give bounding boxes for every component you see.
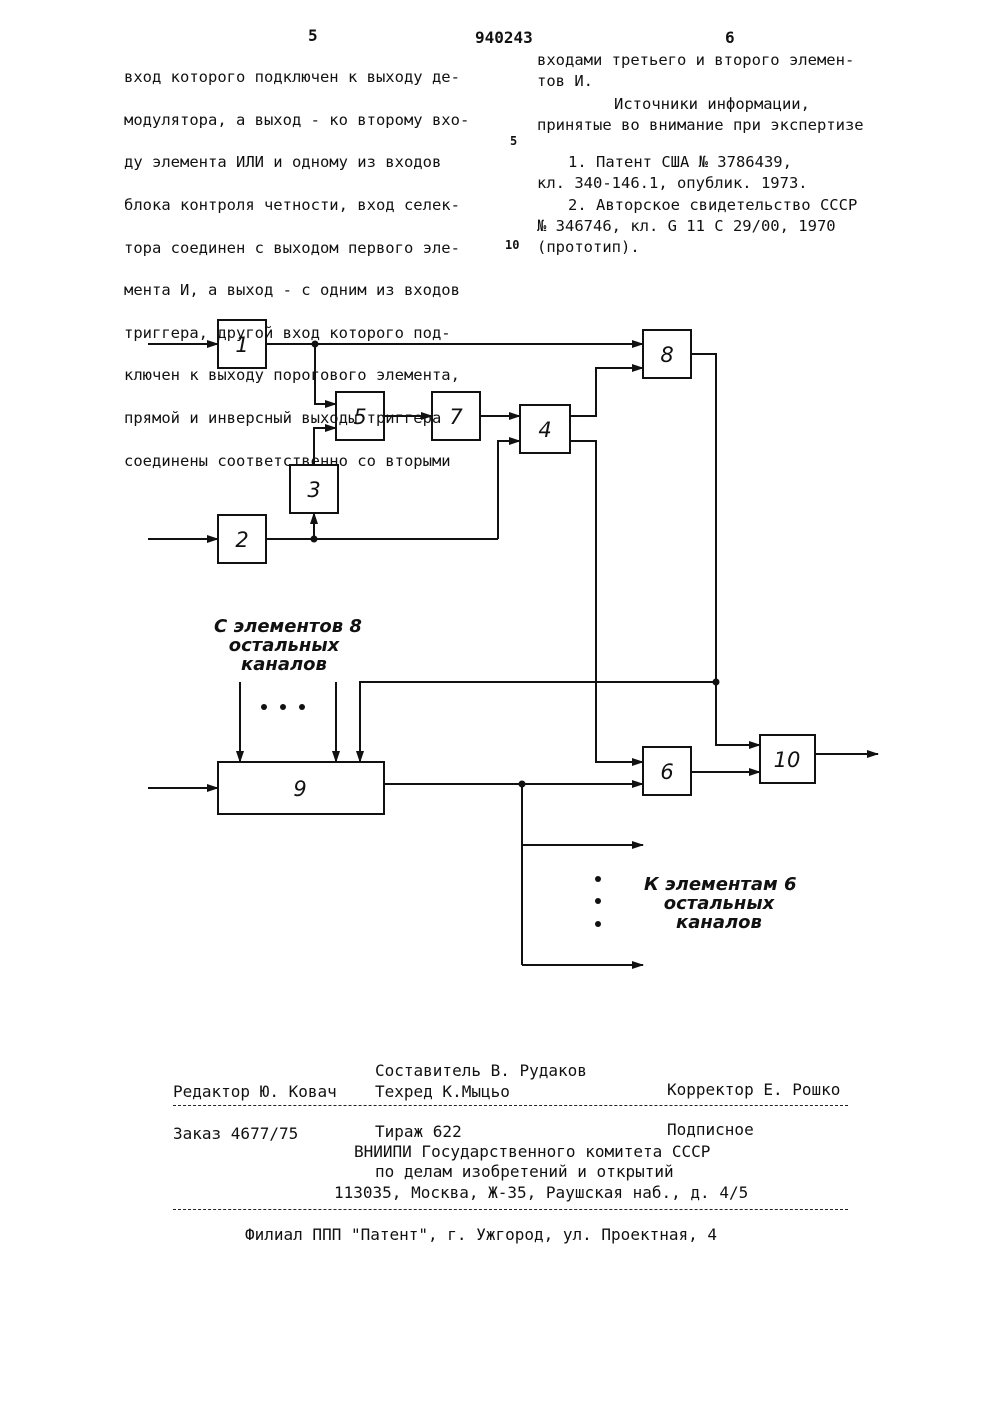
block-label: 9 <box>293 777 306 801</box>
junction-dot <box>311 536 318 543</box>
organization-line1: ВНИИПИ Государственного комитета СССР <box>354 1142 710 1161</box>
ellipsis-dot <box>595 898 601 904</box>
annotation-line: С элементов 8 <box>214 617 354 636</box>
ellipsis-dot <box>280 704 286 710</box>
subscription: Подписное <box>667 1120 754 1139</box>
block-label: 1 <box>235 333 248 357</box>
divider <box>173 1105 848 1106</box>
editor: Редактор Ю. Ковач <box>173 1082 337 1101</box>
block-label: 8 <box>660 343 673 367</box>
ellipsis-dot <box>261 704 267 710</box>
circulation: Тираж 622 <box>375 1122 462 1141</box>
junction-dot <box>312 341 319 348</box>
ellipsis-dot <box>595 921 601 927</box>
order-number: Заказ 4677/75 <box>173 1124 298 1143</box>
divider <box>173 1209 848 1210</box>
block-label: 5 <box>353 405 366 429</box>
annotation-line: остальных <box>644 894 794 913</box>
label-to-elements-6: К элементам 6 остальных каналов <box>644 875 794 932</box>
annotation-line: остальных <box>214 636 354 655</box>
block-label: 4 <box>538 418 551 442</box>
block-label: 7 <box>449 405 463 429</box>
annotation-line: каналов <box>214 655 354 674</box>
junction-dot <box>713 679 720 686</box>
block-label: 2 <box>235 528 248 552</box>
block-label: 6 <box>660 760 673 784</box>
organization-address: 113035, Москва, Ж-35, Раушская наб., д. … <box>334 1183 748 1202</box>
organization-line2: по делам изобретений и открытий <box>375 1162 674 1181</box>
annotation-line: К элементам 6 <box>644 875 794 894</box>
corrector: Корректор Е. Рошко <box>667 1080 840 1099</box>
ellipsis-dot <box>595 876 601 882</box>
block-label: 10 <box>774 748 801 772</box>
block-label: 3 <box>307 478 320 502</box>
techred: Техред К.Мыцьо <box>375 1082 510 1101</box>
ellipsis-dot <box>299 704 305 710</box>
compiler: Составитель В. Рудаков <box>375 1061 587 1080</box>
branch-address: Филиал ППП "Патент", г. Ужгород, ул. Про… <box>245 1225 717 1244</box>
junction-dot <box>519 781 526 788</box>
label-from-elements-8: С элементов 8 остальных каналов <box>214 617 354 674</box>
annotation-line: каналов <box>644 913 794 932</box>
